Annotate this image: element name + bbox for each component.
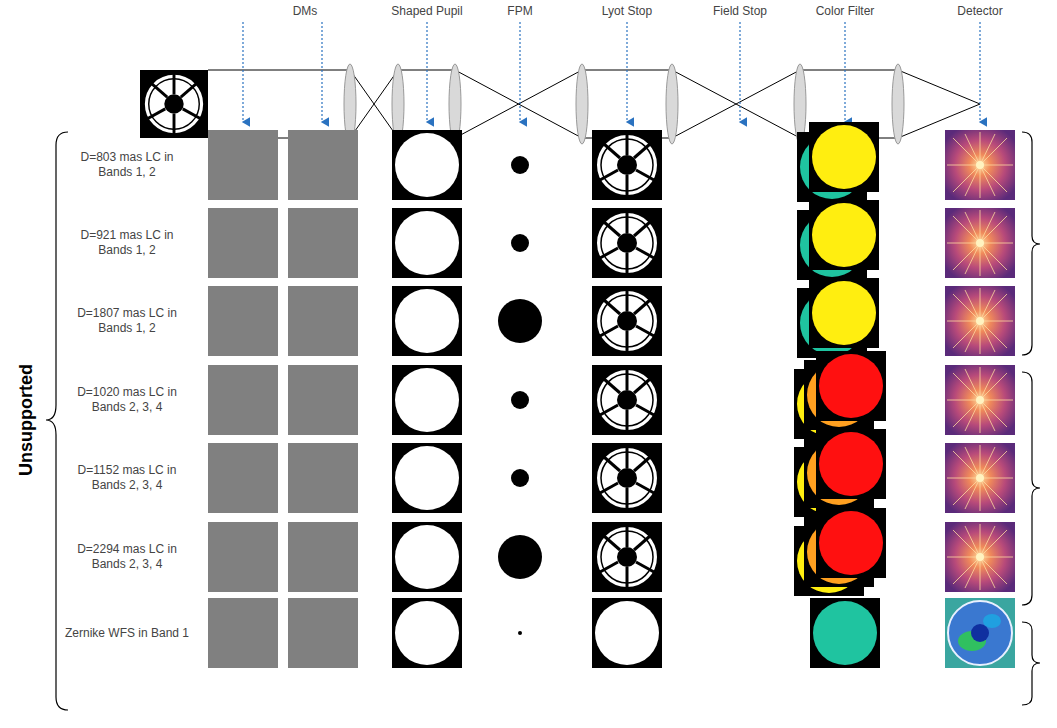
dm-square	[288, 598, 358, 668]
shaped-pupil	[392, 208, 462, 278]
row-label: D=921 mas LC in Bands 1, 2	[62, 228, 192, 258]
color-filter	[794, 429, 886, 517]
detector-image	[971, 624, 989, 642]
column-header: Detector	[957, 4, 1002, 19]
dm-square	[288, 365, 358, 435]
dm-square	[288, 443, 358, 513]
color-filter	[797, 200, 879, 280]
dm-square	[208, 365, 278, 435]
lyot-stop	[592, 286, 662, 356]
detector-image	[948, 601, 1012, 665]
detector-image	[945, 522, 1015, 592]
color-filter	[810, 598, 880, 668]
dm-square	[208, 208, 278, 278]
detector-image	[945, 286, 1015, 356]
dm-square	[208, 286, 278, 356]
column-header: Shaped Pupil	[391, 4, 462, 19]
column-header: Lyot Stop	[602, 4, 652, 19]
group-label: Unsupported	[19, 364, 34, 476]
column-header: FPM	[507, 4, 532, 19]
detector-image	[945, 208, 1015, 278]
color-filter	[794, 351, 886, 439]
dm-square	[208, 522, 278, 592]
fpm-dot	[511, 391, 529, 409]
shaped-pupil	[392, 286, 462, 356]
shaped-pupil	[392, 443, 462, 513]
row-label: D=803 mas LC in Bands 1, 2	[62, 150, 192, 180]
detector-image	[945, 365, 1015, 435]
row-label: D=1152 mas LC in Bands 2, 3, 4	[62, 463, 192, 493]
fpm-dot	[511, 234, 529, 252]
column-header: Color Filter	[816, 4, 875, 19]
dm-square	[288, 522, 358, 592]
detector-image	[945, 598, 1015, 668]
detector-image	[945, 130, 1015, 200]
color-filter	[797, 122, 879, 202]
dm-square	[288, 208, 358, 278]
shaped-pupil	[392, 522, 462, 592]
lyot-stop	[592, 443, 662, 513]
dm-square	[208, 443, 278, 513]
lyot-stop	[592, 365, 662, 435]
row-label: Zernike WFS in Band 1	[62, 626, 192, 641]
detector-image	[945, 443, 1015, 513]
color-filter	[794, 508, 886, 596]
dm-square	[208, 130, 278, 200]
color-filter	[813, 601, 877, 665]
fpm-dot	[511, 156, 529, 174]
detector-image	[983, 614, 1001, 628]
dm-square	[288, 286, 358, 356]
lyot-stop	[592, 522, 662, 592]
shaped-pupil	[392, 130, 462, 200]
color-filter	[797, 278, 879, 358]
fpm-dot	[498, 299, 542, 343]
row-label: D=2294 mas LC in Bands 2, 3, 4	[62, 542, 192, 572]
row-label: D=1020 mas LC in Bands 2, 3, 4	[62, 385, 192, 415]
fpm-dot	[511, 469, 529, 487]
fpm-dot	[518, 631, 522, 635]
dm-square	[208, 598, 278, 668]
shaped-pupil	[392, 365, 462, 435]
dm-square	[288, 130, 358, 200]
column-header: Field Stop	[713, 4, 767, 19]
lyot-stop	[592, 130, 662, 200]
shaped-pupil	[392, 598, 462, 668]
lyot-stop	[592, 208, 662, 278]
lyot-stop	[592, 598, 662, 668]
row-label: D=1807 mas LC in Bands 1, 2	[62, 306, 192, 336]
column-header: DMs	[293, 4, 318, 19]
fpm-dot	[498, 535, 542, 579]
